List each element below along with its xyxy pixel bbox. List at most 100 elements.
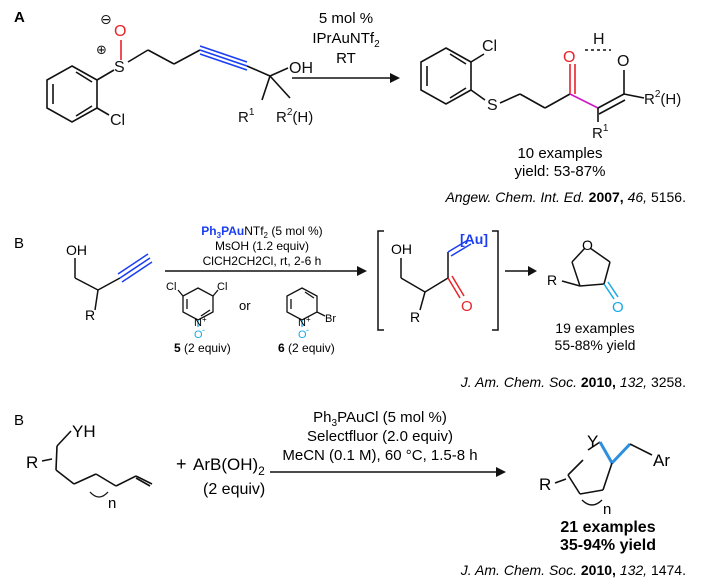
b2-product-ar: Ar (653, 451, 670, 470)
b2-boronic-acid: ArB(OH)2 (193, 455, 265, 478)
oxidant-6-structure (286, 287, 326, 327)
panel-b1-examples: 19 examples (555, 320, 634, 336)
reactant-anion: ⊖ (100, 11, 112, 27)
panel-a-label: A (14, 9, 25, 26)
intermediate-co-bond (447, 277, 461, 299)
oxidant-5-cl-left: Cl (166, 281, 176, 293)
panel-a-catalyst: IPrAuNTf2 (312, 30, 380, 50)
oxidant-or: or (239, 298, 251, 313)
panel-a-arrowhead (390, 73, 400, 83)
panel-b1-solvent: ClCH2CH2Cl, rt, 2-6 h (203, 254, 322, 268)
b2-product-r: R (539, 475, 551, 494)
oxidant-5-structure (177, 287, 219, 327)
intermediate-gold: [Au] (460, 231, 488, 247)
intermediate-r: R (410, 309, 420, 325)
panel-a-temperature: RT (336, 50, 356, 67)
panel-b2: B YH R n + ArB(OH)2 (2 equiv) Ph3PAuCl (… (14, 409, 686, 578)
b1-reactant-hydroxyl: OH (66, 242, 87, 258)
panel-b1-second-arrowhead (528, 266, 537, 276)
product-r1: R1 (592, 123, 609, 142)
panel-b2-arrowhead (496, 467, 506, 477)
product-sulfur: S (487, 97, 498, 114)
product-hydrogen: H (593, 31, 605, 48)
panel-b2-label: B (14, 412, 24, 429)
panel-b2-examples: 21 examples (560, 519, 655, 536)
reactant-benzene-ring (46, 65, 98, 123)
panel-a-examples: 10 examples (517, 145, 602, 162)
oxidant-5-cl-right: Cl (217, 281, 227, 293)
alkyne-bond (199, 49, 248, 67)
product-r2: R2(H) (644, 89, 681, 108)
reactant-oxygen: O (114, 23, 126, 40)
bond-ring-cl (96, 107, 110, 116)
b2-product-n: n (603, 501, 611, 518)
right-bracket (492, 230, 499, 331)
b2-product-bond-blue-1 (598, 441, 614, 464)
panel-b1-catalyst: Ph3PAuNTf2 (5 mol %) (201, 224, 322, 240)
reactant-r2: R2(H) (276, 107, 313, 126)
reactant-chloro: Cl (110, 112, 125, 129)
n-repeat-bracket (89, 491, 109, 498)
panel-b1: B OH R Ph3PAuNTf2 (5 mol %) MsOH (1.2 eq… (14, 224, 686, 390)
b2-reactant-n: n (108, 495, 116, 512)
b1-product-ring-oxygen: O (582, 237, 593, 253)
product-benzene-ring (420, 47, 472, 105)
b2-product-bond-blue-2 (610, 442, 632, 465)
panel-b2-reactant (41, 430, 153, 498)
panel-a-yield: yield: 53-87% (515, 163, 606, 180)
bond-ring-s (96, 69, 115, 81)
panel-b1-acid: MsOH (1.2 equiv) (215, 239, 309, 253)
oxidant-6-oxygen: O (298, 329, 307, 341)
reactant-r1: R1 (238, 107, 255, 126)
panel-b1-yield: 55-88% yield (555, 337, 636, 353)
oxidant-5-oxygen: O (194, 329, 203, 341)
b2-reactant-yh: YH (72, 422, 96, 441)
panel-b1-label: B (14, 235, 24, 252)
oxidant-6-bromo: Br (325, 313, 336, 325)
panel-a-reactant (46, 40, 291, 123)
b2-product-y: Y (587, 432, 598, 451)
panel-b2-solvent: MeCN (0.1 M), 60 °C, 1.5-8 h (282, 447, 477, 464)
intermediate-hydroxyl: OH (391, 241, 412, 257)
b1-product-ketone-oxygen: O (612, 299, 624, 316)
reactant-sulfur: S (114, 59, 125, 76)
panel-b1-reactant (74, 253, 153, 311)
intermediate-oxygen: O (461, 298, 473, 315)
product-ketone-oxygen: O (563, 49, 575, 66)
panel-b2-yield: 35-94% yield (560, 537, 656, 554)
panel-a-product (420, 47, 645, 122)
b2-boronic-equiv: (2 equiv) (203, 481, 265, 498)
panel-a-reference: Angew. Chem. Int. Ed. 2007, 46, 5156. (444, 189, 686, 205)
oxidant-5-label: 5 (2 equiv) (174, 341, 231, 355)
carbene-bond (447, 239, 469, 253)
panel-b1-reference: J. Am. Chem. Soc. 2010, 132, 3258. (460, 374, 686, 390)
b2-plus-sign: + (176, 454, 187, 474)
reactant-hydroxyl: OH (289, 60, 313, 77)
panel-b2-reference: J. Am. Chem. Soc. 2010, 132, 1474. (460, 562, 686, 578)
panel-b1-product (561, 247, 619, 300)
oxidant-5-nitrogen: N (194, 317, 202, 329)
b1-product-ketone-bond (603, 283, 615, 300)
panel-a-catalyst-loading: 5 mol % (319, 10, 373, 27)
oxidant-5-minus: - (202, 325, 205, 335)
enol-bond-magenta (569, 93, 599, 109)
reactant-cation: ⊕ (96, 42, 107, 57)
oxidant-6-plus: + (306, 315, 311, 324)
product-chloro: Cl (482, 38, 497, 55)
b1-product-r: R (547, 272, 557, 288)
oxidant-6-nitrogen: N (298, 317, 306, 329)
b1-alkyne-bond (119, 257, 151, 279)
oxidant-6-label: 6 (2 equiv) (278, 341, 335, 355)
b1-reactant-r: R (85, 307, 95, 323)
panel-b2-catalyst: Ph3PAuCl (5 mol %) (313, 409, 447, 429)
panel-b2-oxidant: Selectfluor (2.0 equiv) (307, 428, 453, 445)
panel-b1-arrowhead (357, 266, 367, 276)
oxidant-5-plus: + (202, 315, 207, 324)
panel-a: A ⊖ O ⊕ S Cl OH R1 R2(H) (14, 9, 686, 205)
product-enol-oxygen: O (617, 53, 629, 70)
panel-b2-product (554, 441, 653, 506)
b2-product-n-bracket (581, 499, 603, 506)
intermediate-structure (377, 230, 499, 331)
oxidant-6-minus: - (306, 325, 309, 335)
